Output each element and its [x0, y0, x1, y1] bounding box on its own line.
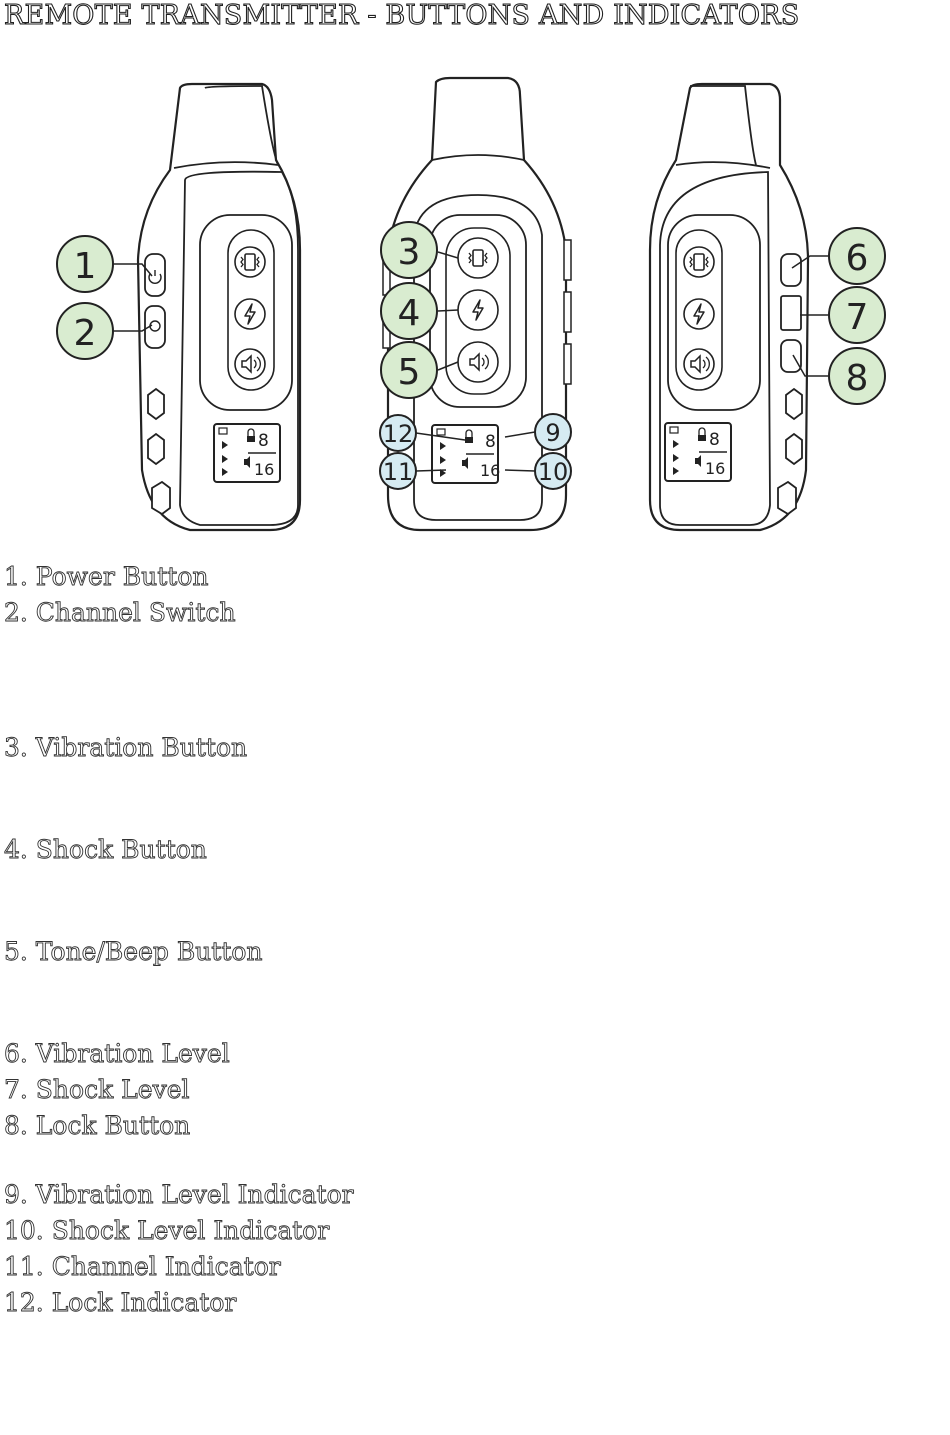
callout-12-label: 12	[383, 420, 414, 448]
callout-9: 9	[534, 413, 572, 451]
callout-10-label: 10	[538, 458, 569, 486]
callout-7-label: 7	[846, 297, 869, 338]
legend-lock-indicator: 12. Lock Indicator	[4, 1288, 237, 1318]
callout-1: 1	[56, 235, 114, 293]
callout-3-label: 3	[398, 232, 421, 273]
legend-power-button: 1. Power Button	[4, 562, 209, 592]
legend-shock-button: 4. Shock Button	[4, 835, 208, 865]
callout-5: 5	[380, 341, 438, 399]
legend-shock-level-indicator: 10. Shock Level Indicator	[4, 1216, 330, 1246]
lcd-left-digit-bottom: 16	[254, 460, 274, 479]
callout-8-label: 8	[846, 358, 869, 399]
callout-11: 11	[379, 452, 417, 490]
right-remote	[648, 82, 810, 532]
left-remote	[136, 82, 302, 532]
callout-4-label: 4	[398, 293, 421, 334]
callout-1-label: 1	[74, 246, 97, 287]
callout-12: 12	[379, 414, 417, 452]
legend-shock-level: 7. Shock Level	[4, 1075, 190, 1105]
legend-vibration-button: 3. Vibration Button	[4, 733, 248, 763]
legend-channel-switch: 2. Channel Switch	[4, 598, 236, 628]
page-title: REMOTE TRANSMITTER - BUTTONS AND INDICAT…	[3, 0, 800, 32]
lcd-middle-digit-bottom: 16	[480, 461, 500, 480]
lcd-left-digit-top: 8	[258, 431, 269, 451]
callout-9-label: 9	[545, 419, 560, 447]
legend-vibration-level: 6. Vibration Level	[4, 1039, 231, 1069]
callout-3: 3	[380, 221, 438, 279]
callout-11-label: 11	[383, 458, 414, 486]
callout-8: 8	[828, 347, 886, 405]
callout-6-label: 6	[846, 238, 869, 279]
callout-4: 4	[380, 282, 438, 340]
callout-2: 2	[56, 302, 114, 360]
legend-vibration-level-indicator: 9. Vibration Level Indicator	[4, 1180, 355, 1210]
lcd-right-digit-bottom: 16	[705, 459, 725, 478]
lcd-middle-digit-top: 8	[485, 432, 496, 452]
legend-tone-button: 5. Tone/Beep Button	[4, 937, 263, 967]
legend-channel-indicator: 11. Channel Indicator	[4, 1252, 282, 1282]
leader-lines	[113, 251, 828, 472]
transmitter-diagram: 1 2 3 4 5 6 7 8 12 11 9 10	[56, 76, 886, 532]
callout-6: 6	[828, 227, 886, 285]
callout-7: 7	[828, 286, 886, 344]
lcd-right-digit-top: 8	[709, 430, 720, 450]
legend-lock-button: 8. Lock Button	[4, 1111, 191, 1141]
callout-2-label: 2	[74, 313, 97, 354]
callout-10: 10	[534, 452, 572, 490]
callout-5-label: 5	[398, 352, 421, 393]
